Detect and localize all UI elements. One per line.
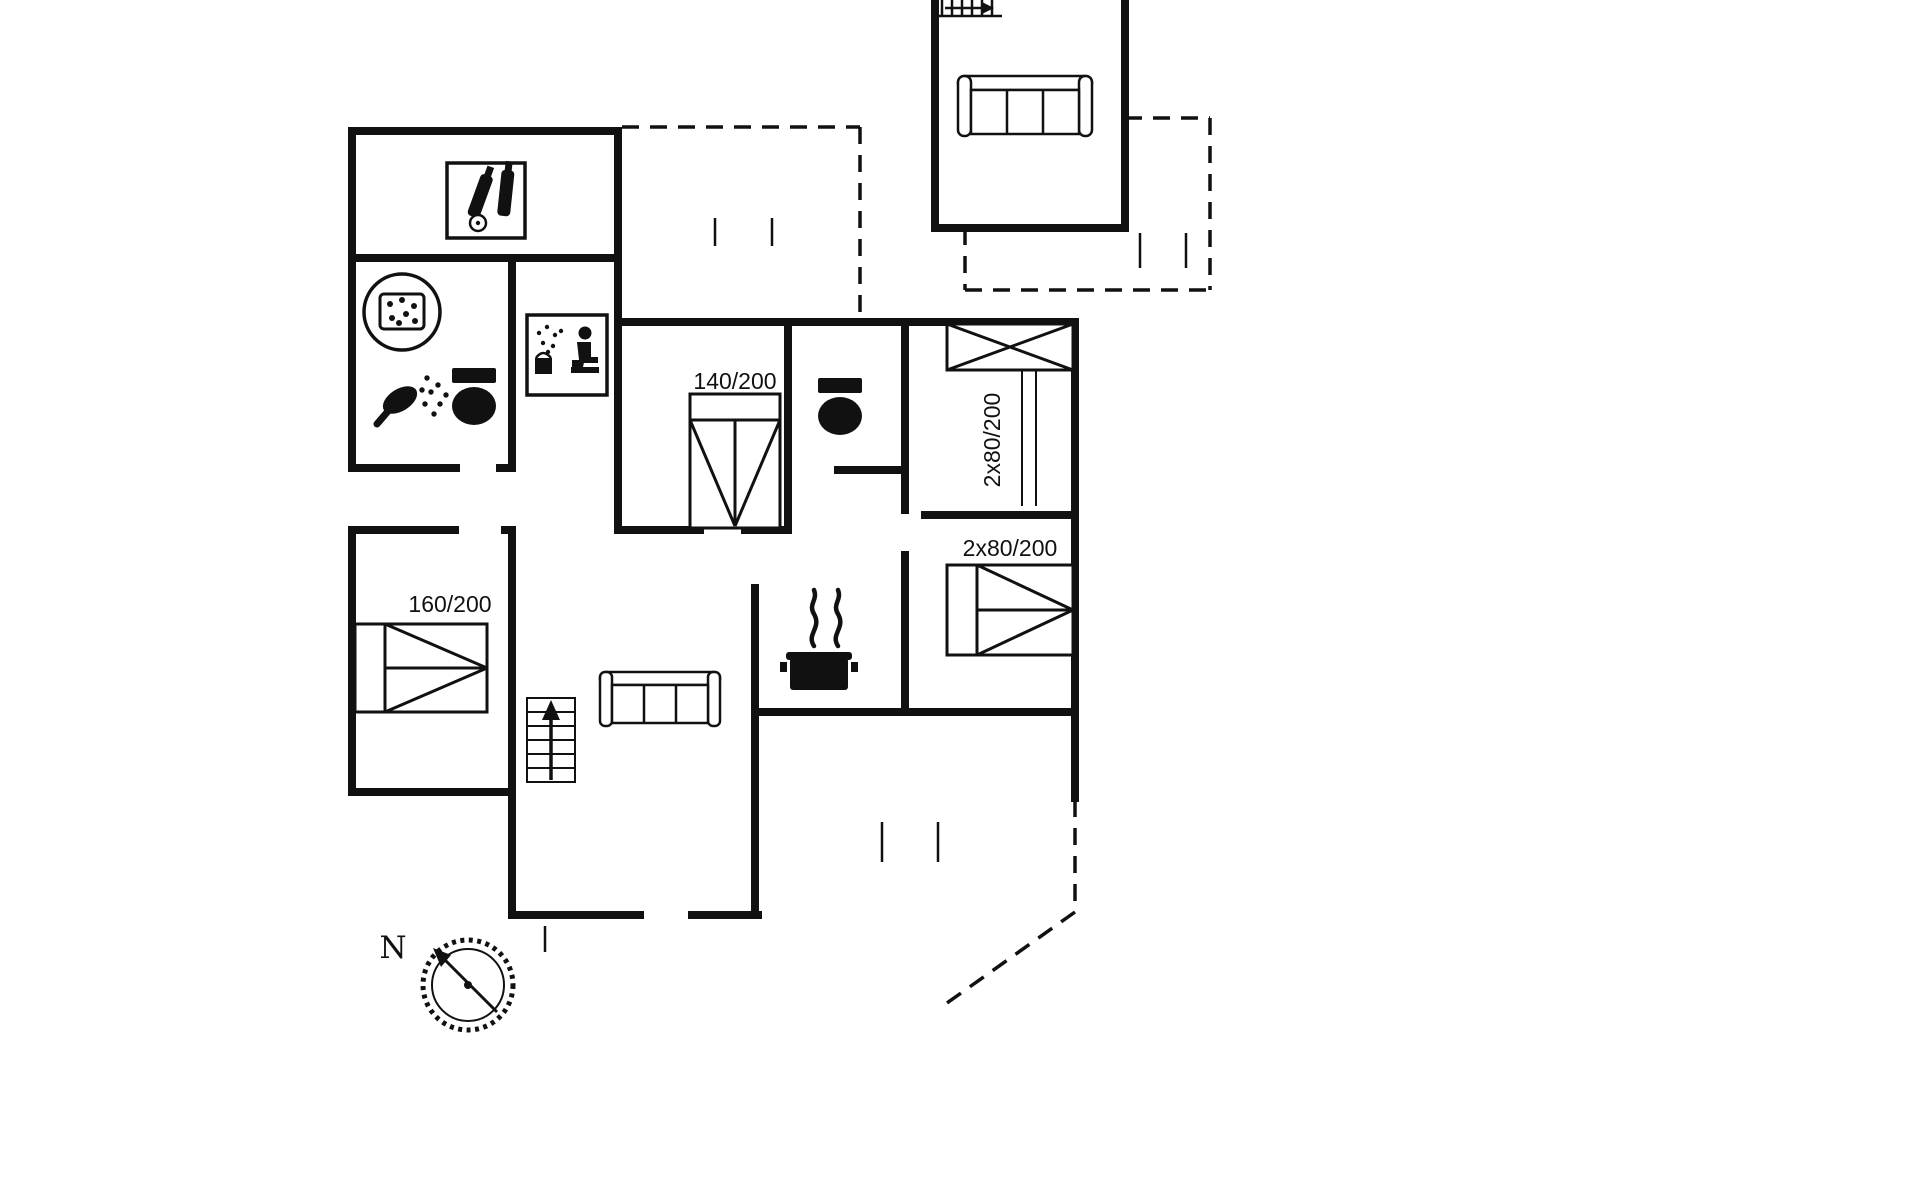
washing-machine-icon xyxy=(362,272,442,352)
sofa-icon-living xyxy=(598,670,722,728)
stairs-up-icon xyxy=(526,697,576,783)
twin-bed-upper xyxy=(945,322,1075,506)
bed-160-label: 160/200 xyxy=(408,591,491,617)
stove-pot-icon xyxy=(780,587,858,690)
wall-segments xyxy=(348,127,1079,919)
terrace-dashed-outline xyxy=(622,116,1212,1010)
bed-2x80-upper-label: 2x80/200 xyxy=(979,393,1005,488)
shower-icon xyxy=(373,375,449,428)
terrace-bottom-outline xyxy=(938,800,1077,1010)
tick-marks xyxy=(543,218,1188,952)
stairs-icon-annex xyxy=(935,0,1002,18)
compass-rose-icon xyxy=(420,937,516,1033)
toilet-icon-2 xyxy=(818,378,862,435)
twin-bed-lower xyxy=(945,563,1075,657)
bed-140-label: 140/200 xyxy=(693,368,776,394)
sofa-icon-annex xyxy=(956,74,1094,138)
terrace-annex-outline xyxy=(963,116,1212,292)
bed-2x80-lower-label: 2x80/200 xyxy=(963,535,1058,561)
main-walls xyxy=(348,0,1129,919)
double-bed-140 xyxy=(688,392,782,530)
terrace-top-outline xyxy=(622,125,862,318)
opening-tick-marks xyxy=(543,218,1188,952)
compass-north-label: N xyxy=(379,930,406,966)
double-bed-160 xyxy=(353,622,489,714)
bottle-rack-icon xyxy=(445,160,527,240)
toilet-icon xyxy=(452,368,496,425)
sauna-icon xyxy=(525,313,609,397)
